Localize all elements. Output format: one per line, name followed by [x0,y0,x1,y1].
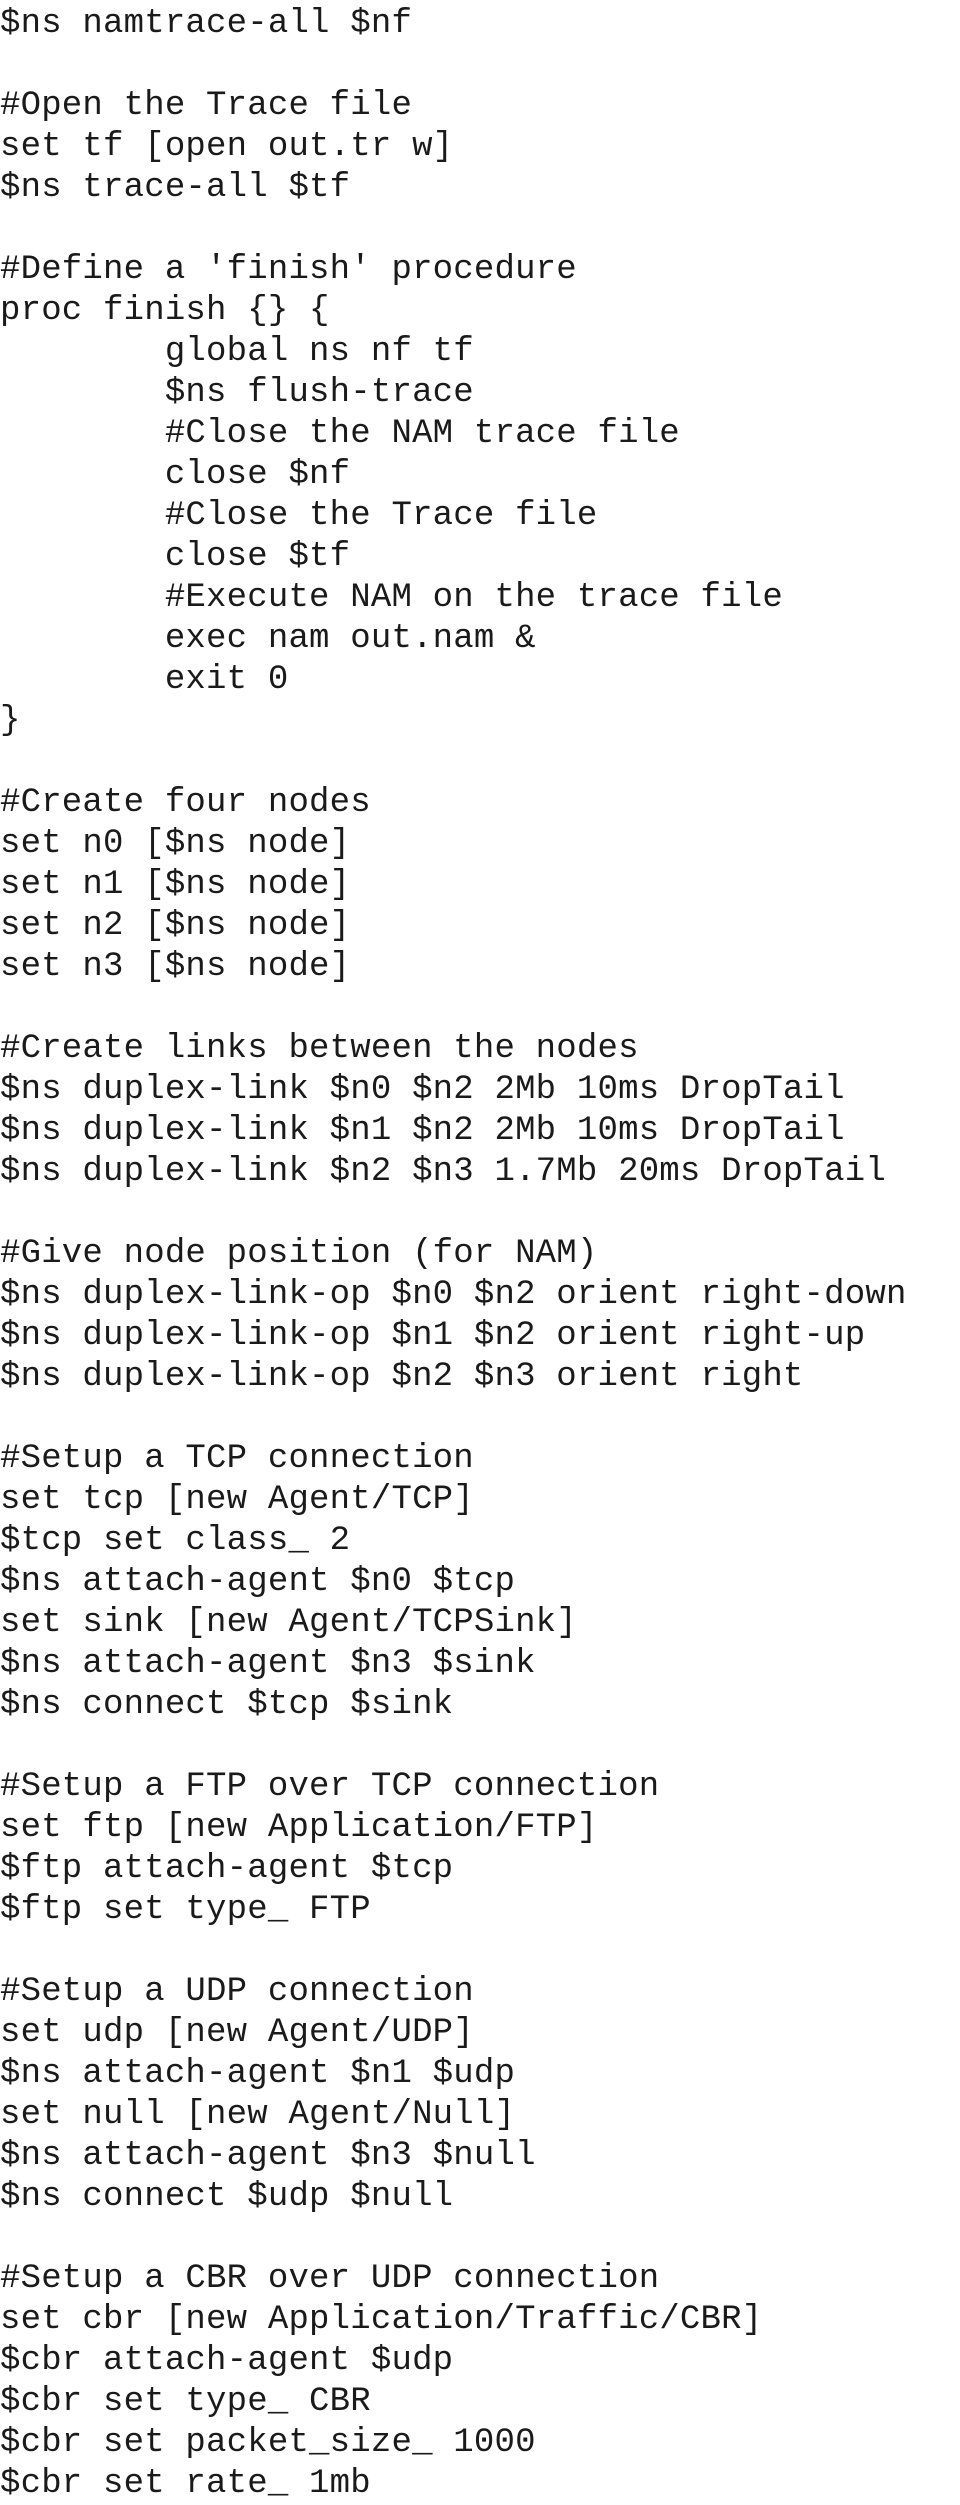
code-line: exit 0 [0,661,289,699]
code-line: #Define a 'finish' procedure [0,251,577,289]
code-line: $ns duplex-link-op $n0 $n2 orient right-… [0,1276,907,1314]
code-line [0,1726,960,1767]
code-line: #Setup a CBR over UDP connection [0,2260,660,2298]
code-line: $cbr set rate_ 1mb [0,2465,371,2503]
code-line: $ns attach-agent $n1 $udp [0,2055,516,2093]
code-line: $cbr attach-agent $udp [0,2342,454,2380]
code-line: #Setup a UDP connection [0,1973,474,2011]
code-line: set n2 [$ns node] [0,907,351,945]
code-line [0,209,960,250]
code-line: $ns duplex-link $n1 $n2 2Mb 10ms DropTai… [0,1112,845,1150]
code-line: $cbr set packet_size_ 1000 [0,2424,536,2462]
code-line: set tf [open out.tr w] [0,128,454,166]
code-line: $ns connect $tcp $sink [0,1686,454,1724]
code-line [0,1931,960,1972]
code-line: $ftp attach-agent $tcp [0,1850,454,1888]
code-line: $ns attach-agent $n0 $tcp [0,1563,516,1601]
code-line: #Create four nodes [0,784,371,822]
code-line: #Create links between the nodes [0,1030,639,1068]
code-line [0,1193,960,1234]
code-line [0,988,960,1029]
code-line: set sink [new Agent/TCPSink] [0,1604,577,1642]
code-line: set null [new Agent/Null] [0,2096,516,2134]
code-line: set tcp [new Agent/TCP] [0,1481,474,1519]
code-line: #Give node position (for NAM) [0,1235,598,1273]
code-line: $ns duplex-link-op $n1 $n2 orient right-… [0,1317,866,1355]
code-line: set ftp [new Application/FTP] [0,1809,598,1847]
code-line: $ns duplex-link $n0 $n2 2Mb 10ms DropTai… [0,1071,845,1109]
code-line: #Close the Trace file [0,497,598,535]
code-line: $tcp set class_ 2 [0,1522,351,1560]
code-line: #Execute NAM on the trace file [0,579,783,617]
code-line: $ns trace-all $tf [0,169,351,207]
code-line: set n3 [$ns node] [0,948,351,986]
code-line: close $tf [0,538,351,576]
code-line [0,45,960,86]
code-line: set udp [new Agent/UDP] [0,2014,474,2052]
code-line: set n1 [$ns node] [0,866,351,904]
code-line: $ns connect $udp $null [0,2178,454,2216]
code-line [0,1398,960,1439]
code-line: $ftp set type_ FTP [0,1891,371,1929]
code-line: proc finish {} { [0,292,330,330]
code-line: #Close the NAM trace file [0,415,680,453]
code-line: } [0,702,21,740]
code-line: $ns attach-agent $n3 $sink [0,1645,536,1683]
code-line: #Setup a TCP connection [0,1440,474,1478]
code-line: #Open the Trace file [0,87,413,125]
code-line: #Setup a FTP over TCP connection [0,1768,660,1806]
code-line: $ns flush-trace [0,374,474,412]
code-line: $ns duplex-link $n2 $n3 1.7Mb 20ms DropT… [0,1153,886,1191]
code-line: close $nf [0,456,351,494]
code-line: $ns attach-agent $n3 $null [0,2137,536,2175]
code-line: global ns nf tf [0,333,474,371]
code-line: exec nam out.nam & [0,620,536,658]
code-line: set n0 [$ns node] [0,825,351,863]
code-line: $ns namtrace-all $nf [0,5,413,43]
code-line [0,2218,960,2259]
code-line [0,742,960,783]
code-line: $ns duplex-link-op $n2 $n3 orient right [0,1358,804,1396]
code-line: $cbr set type_ CBR [0,2383,371,2421]
code-line: set cbr [new Application/Traffic/CBR] [0,2301,763,2339]
